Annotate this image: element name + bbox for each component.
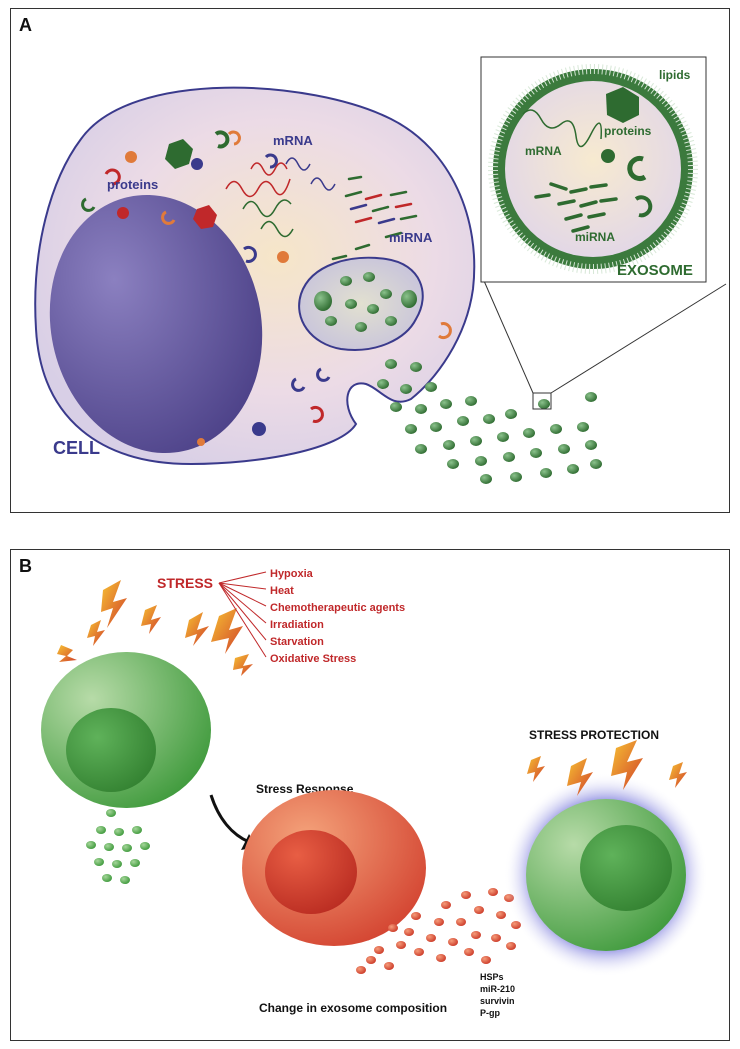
intraluminal-vesicles bbox=[314, 272, 417, 332]
mrna-label: mRNA bbox=[273, 133, 313, 148]
exosome-mrna-label: mRNA bbox=[525, 144, 562, 158]
cargo-survivin: survivin bbox=[480, 996, 515, 1006]
stressor-list: Hypoxia Heat Chemotherapeutic agents Irr… bbox=[270, 568, 405, 665]
exosome-cargo-list: HSPs miR-210 survivin P-gp bbox=[480, 972, 515, 1018]
mirna-label: miRNA bbox=[389, 230, 433, 245]
released-exosomes bbox=[377, 359, 602, 484]
protected-cell-nucleus bbox=[580, 825, 672, 911]
red-cell-nucleus bbox=[265, 830, 357, 914]
red-exosomes bbox=[356, 888, 521, 974]
stressor-heat: Heat bbox=[270, 585, 294, 597]
cargo-p-gp: P-gp bbox=[480, 1008, 500, 1018]
proteins-label: proteins bbox=[107, 177, 158, 192]
exosome-cargo bbox=[522, 87, 653, 233]
cytoplasm-proteins bbox=[81, 130, 452, 446]
stressor-chemotherapeutic: Chemotherapeutic agents bbox=[270, 602, 405, 614]
panel-b-label: B bbox=[19, 556, 32, 576]
exosome-proteins-label: proteins bbox=[604, 124, 652, 138]
panel-b: B bbox=[10, 549, 730, 1041]
stressor-starvation: Starvation bbox=[270, 636, 324, 648]
stressor-oxidative: Oxidative Stress bbox=[270, 653, 356, 665]
stress-response-arrow bbox=[209, 794, 250, 844]
cargo-hsps: HSPs bbox=[480, 972, 504, 982]
zoom-box bbox=[532, 392, 552, 410]
cargo-mir-210: miR-210 bbox=[480, 984, 515, 994]
stress-lightning-bolts bbox=[57, 580, 253, 676]
green-exosomes bbox=[86, 809, 150, 884]
stressor-irradiation: Irradiation bbox=[270, 619, 324, 631]
exosome-lipids-label: lipids bbox=[659, 68, 691, 82]
nucleus bbox=[49, 194, 263, 454]
stress-fan-lines bbox=[218, 571, 267, 658]
exosome-mirna-label: miRNA bbox=[575, 230, 615, 244]
stress-label: STRESS bbox=[157, 575, 213, 591]
panel-a-label: A bbox=[19, 15, 32, 35]
exosome-change-label: Change in exosome composition bbox=[259, 1001, 447, 1015]
protection-lightning-bolts bbox=[527, 740, 687, 796]
stress-response-diagram: STRESS Hypoxia Heat Chemotherapeutic age… bbox=[41, 568, 708, 1018]
panel-a: A bbox=[10, 8, 730, 513]
exosome-biogenesis-diagram: proteins mRNA miRNA CELL lipids proteins… bbox=[34, 56, 727, 484]
exosome-title: EXOSOME bbox=[617, 262, 693, 279]
cytoplasm-mrna bbox=[225, 157, 336, 238]
multivesicular-body bbox=[298, 256, 424, 351]
stress-protection-label: STRESS PROTECTION bbox=[529, 728, 659, 742]
cell-label: CELL bbox=[53, 438, 100, 458]
green-cell-nucleus bbox=[66, 708, 156, 792]
cytoplasm-mirna bbox=[331, 175, 418, 261]
stressor-hypoxia: Hypoxia bbox=[270, 568, 314, 580]
